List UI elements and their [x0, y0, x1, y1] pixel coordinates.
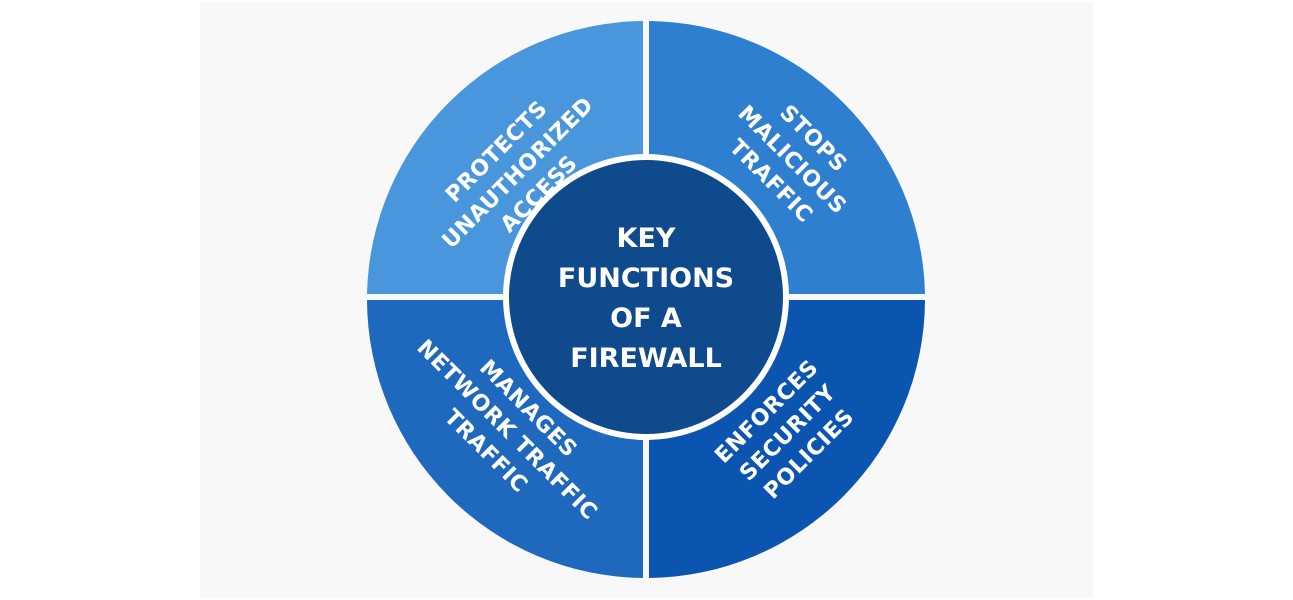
center-circle — [509, 160, 783, 434]
title-line: FIREWALL — [570, 343, 722, 374]
center-title: KEY FUNCTIONS OF A FIREWALL — [558, 223, 734, 374]
title-line: KEY — [617, 223, 676, 254]
title-line: OF A — [610, 303, 682, 334]
title-line: FUNCTIONS — [558, 263, 734, 294]
